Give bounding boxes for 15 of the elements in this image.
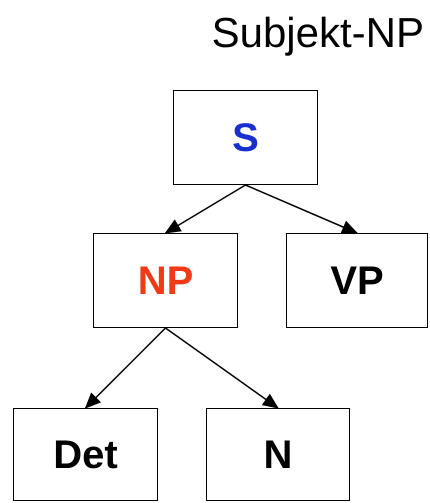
title: Subjekt-NP: [212, 12, 424, 54]
node-label: NP: [138, 260, 194, 300]
node-label: N: [264, 434, 292, 474]
arrow: [165, 327, 279, 409]
arrow: [164, 184, 246, 234]
node-box: [93, 233, 238, 328]
node-label: VP: [330, 260, 384, 300]
node-label: S: [232, 118, 259, 158]
node-box: [286, 233, 428, 328]
node-label: Det: [53, 434, 118, 474]
arrow: [245, 184, 358, 234]
node-box: [173, 90, 318, 185]
node-box: [206, 408, 350, 501]
arrow: [84, 327, 166, 409]
node-box: [13, 408, 158, 501]
